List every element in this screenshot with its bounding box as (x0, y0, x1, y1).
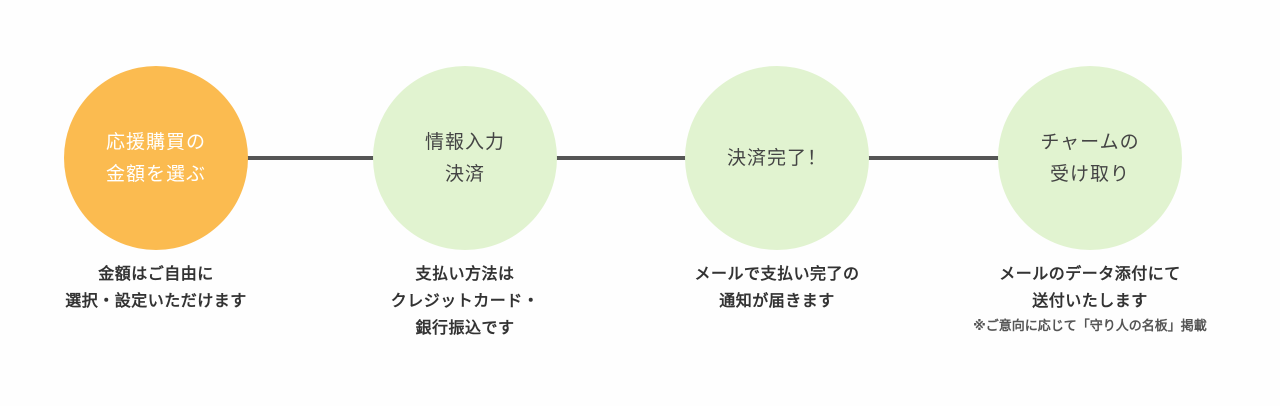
step-2-desc-line-1: 支払い方法は (415, 264, 515, 283)
step-3-desc-line-2: 通知が届きます (719, 291, 835, 310)
step-4-title-line-2: 受け取り (1049, 163, 1130, 185)
step-4-note: ※ご意向に応じて「守り人の名板」掲載 (973, 319, 1207, 334)
step-1-circle: 応援購買の 金額を選ぶ (64, 66, 248, 250)
step-1-desc-line-1: 金額はご自由に (98, 264, 214, 283)
step-1-desc-line-2: 選択・設定いただけます (65, 291, 247, 310)
step-1-title-line-2: 金額を選ぶ (105, 163, 206, 185)
step-2-desc-line-3: 銀行振込です (415, 318, 515, 337)
step-3-description: メールで支払い完了の 通知が届きます (627, 260, 927, 314)
connector-2-3 (540, 156, 710, 160)
step-3-title-line-1: 決済完了！ (726, 147, 827, 169)
step-3-circle: 決済完了！ (685, 66, 869, 250)
step-2-title-line-2: 決済 (444, 163, 485, 185)
connector-3-4 (850, 156, 1020, 160)
step-1-description: 金額はご自由に 選択・設定いただけます (6, 260, 306, 314)
step-2-circle: 情報入力 決済 (373, 66, 557, 250)
connector-1-2 (230, 156, 400, 160)
step-4-circle: チャームの 受け取り (998, 66, 1182, 250)
step-3-desc-line-1: メールで支払い完了の (694, 264, 860, 283)
step-4-desc-line-1: メールのデータ添付にて (999, 264, 1181, 283)
step-2-title-line-1: 情報入力 (424, 131, 505, 153)
step-1-title-line-1: 応援購買の (105, 131, 206, 153)
step-4-desc-line-2: 送付いたします (1032, 291, 1148, 310)
step-4-title-line-1: チャームの (1040, 131, 1140, 153)
step-2-description: 支払い方法は クレジットカード・ 銀行振込です (315, 260, 615, 341)
step-2-desc-line-2: クレジットカード・ (390, 291, 540, 310)
step-4-description: メールのデータ添付にて 送付いたします ※ご意向に応じて「守り人の名板」掲載 (940, 260, 1240, 338)
